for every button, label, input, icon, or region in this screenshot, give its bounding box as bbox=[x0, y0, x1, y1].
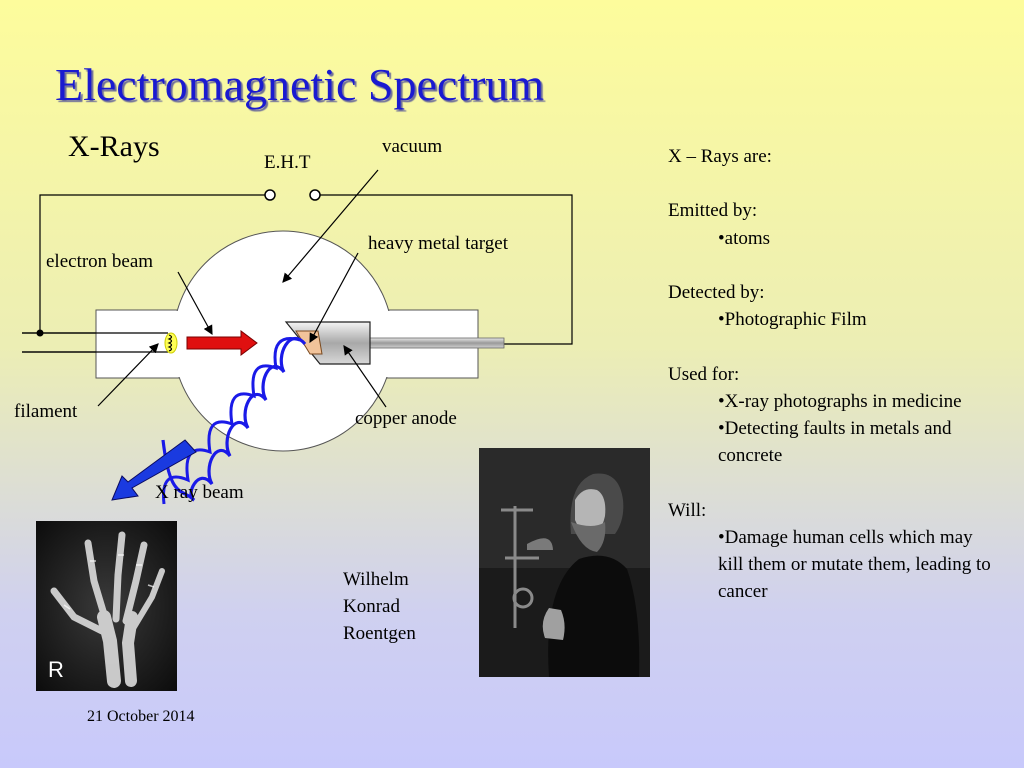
electron-beam-label: electron beam bbox=[46, 251, 154, 272]
eht-switch bbox=[264, 189, 321, 201]
xray-wave-inner bbox=[162, 337, 301, 505]
xray-r-marker: R bbox=[48, 657, 64, 682]
hand-xray-image: R bbox=[36, 521, 177, 691]
electron-beam-arrow bbox=[186, 330, 258, 356]
filament-coil bbox=[164, 332, 178, 354]
slide-title: Electromagnetic Spectrum bbox=[55, 59, 545, 110]
facts-will-head: Will: bbox=[668, 499, 707, 521]
xray-beam-arrow bbox=[111, 439, 197, 501]
facts-will-item: •Damage human cells which may kill them … bbox=[718, 526, 991, 603]
slide-date: 21 October 2014 bbox=[87, 708, 195, 725]
hand bbox=[542, 608, 565, 640]
slide-subtitle: X-Rays bbox=[68, 130, 160, 163]
suit bbox=[548, 555, 640, 677]
portrait-caption: Wilhelm Konrad Roentgen bbox=[343, 566, 416, 647]
heavy-metal-target-label: heavy metal target bbox=[368, 233, 508, 254]
facts-detected-item: •Photographic Film bbox=[718, 309, 867, 331]
caption-line: Konrad bbox=[343, 596, 400, 617]
lab-apparatus bbox=[501, 506, 539, 628]
lamp-shade bbox=[527, 538, 553, 550]
filament-label: filament bbox=[14, 401, 78, 422]
vacuum-label: vacuum bbox=[382, 136, 443, 157]
xray-facts-panel: X – Rays are: Emitted by: •atoms Detecte… bbox=[668, 143, 998, 605]
facts-emitted-item: •atoms bbox=[718, 227, 771, 249]
facts-used-head: Used for: bbox=[668, 363, 740, 385]
caption-line: Roentgen bbox=[343, 623, 416, 644]
caption-line: Wilhelm bbox=[343, 569, 409, 590]
xray-wave bbox=[161, 336, 307, 502]
facts-used-item: •X-ray photographs in medicine bbox=[718, 390, 962, 412]
copper-anode-label: copper anode bbox=[355, 408, 457, 429]
beard bbox=[571, 522, 606, 552]
eht-label: E.H.T bbox=[264, 152, 311, 173]
facts-emitted-head: Emitted by: bbox=[668, 200, 758, 222]
face bbox=[575, 489, 606, 536]
facts-heading: X – Rays are: bbox=[668, 146, 772, 167]
roentgen-portrait bbox=[479, 448, 650, 677]
xray-beam-label: X ray beam bbox=[155, 482, 244, 503]
facts-detected-head: Detected by: bbox=[668, 281, 765, 303]
facts-used-item: •Detecting faults in metals and concrete bbox=[718, 417, 952, 467]
pointer-lines bbox=[97, 169, 387, 408]
